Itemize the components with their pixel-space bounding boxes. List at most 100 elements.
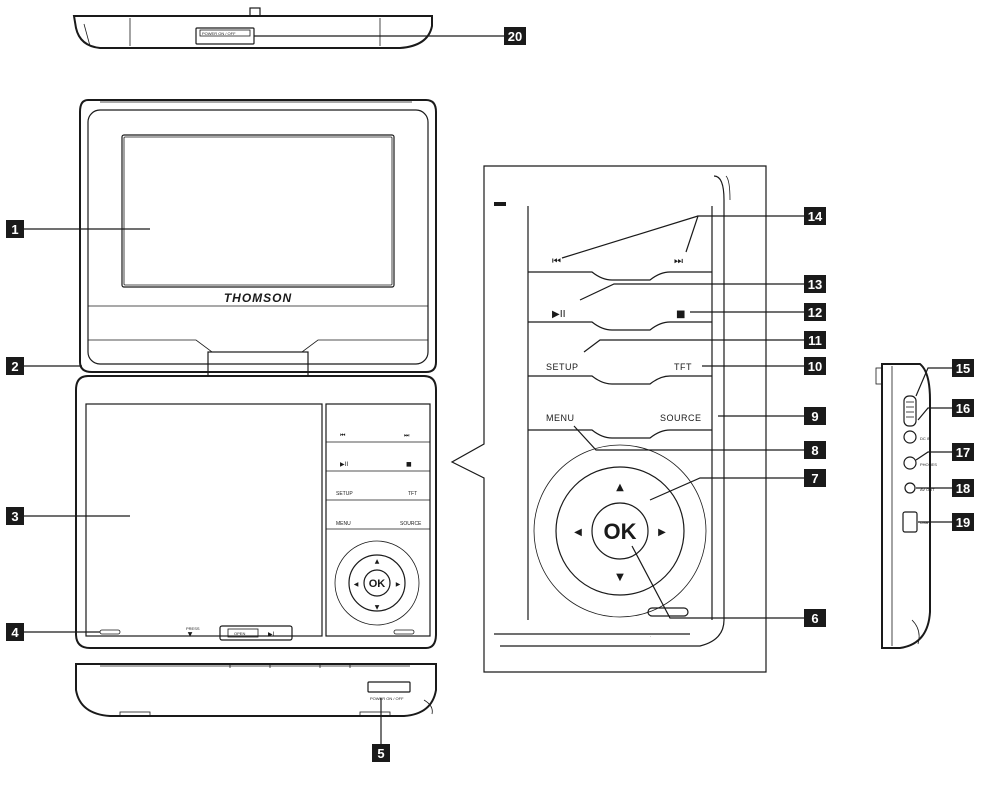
svg-text:11: 11 [808, 333, 822, 348]
base-outer [75, 375, 437, 649]
usb-port[interactable] [902, 511, 918, 533]
svg-text:14: 14 [808, 209, 823, 224]
small-stop-icon[interactable]: ■ [406, 461, 412, 468]
dc-in-jack[interactable] [903, 430, 917, 444]
small-next-icon[interactable]: ⏭ [404, 432, 410, 439]
svg-text:·: · [650, 634, 651, 639]
callout-7: 7 [804, 469, 826, 487]
screen-inner [123, 136, 393, 286]
setup-button[interactable]: SETUP [546, 362, 579, 372]
callout-12: 12 [804, 303, 826, 321]
power-switch[interactable] [367, 681, 411, 693]
av-out-jack[interactable] [904, 482, 916, 494]
small-left-icon[interactable]: ◀ [354, 581, 359, 588]
dc-in-label: DC IN [920, 436, 931, 441]
callout-9: 9 [804, 407, 826, 425]
callouts: 1 2 3 4 5 6 7 8 9 10 11 12 13 14 15 16 1… [6, 27, 974, 762]
svg-text:15: 15 [956, 361, 970, 376]
small-play-pause-icon[interactable]: ▶II [340, 461, 348, 468]
svg-text:2: 2 [11, 359, 18, 374]
callout-13: 13 [804, 275, 826, 293]
svg-text:3: 3 [11, 509, 18, 524]
side-view: DC IN PHONES AV OUT USB [875, 363, 937, 649]
press-arrow-icon: ▼ [188, 631, 193, 638]
zoom-foot [647, 607, 689, 617]
tft-button[interactable]: TFT [674, 362, 692, 372]
callout-11: 11 [804, 331, 826, 349]
small-right-icon[interactable]: ▶ [396, 581, 401, 588]
nav-pad[interactable] [555, 466, 685, 596]
open-latch[interactable] [219, 625, 293, 641]
svg-text:5: 5 [377, 746, 384, 761]
leader-lines [24, 35, 952, 744]
menu-button[interactable]: MENU [546, 413, 575, 423]
row-sep-2 [528, 321, 712, 331]
svg-text:7: 7 [811, 471, 818, 486]
callout-14: 14 [804, 207, 826, 225]
row-sep-4 [528, 429, 712, 439]
side-casing [881, 363, 931, 649]
zoom-casing-edge [500, 175, 725, 647]
left-icon[interactable]: ◀ [574, 527, 582, 538]
svg-text:20: 20 [508, 29, 522, 44]
play-pause-icon[interactable]: ▶II [552, 309, 566, 320]
nav-ring [533, 444, 707, 618]
stop-icon[interactable]: ■ [676, 309, 685, 320]
svg-text:9: 9 [811, 409, 818, 424]
source-button[interactable]: SOURCE [660, 413, 702, 423]
callout-8: 8 [804, 441, 826, 459]
button-column [325, 403, 431, 637]
small-down-icon[interactable]: ▼ [375, 604, 380, 611]
av-out-label: AV OUT [920, 487, 935, 492]
small-setup-button[interactable]: SETUP [336, 491, 353, 497]
small-button-panel: ⏮ ⏭ ▶II ■ SETUP TFT MENU SOURCE OK ▲ ▼ ◀… [325, 403, 431, 637]
down-icon[interactable]: ▼ [616, 572, 624, 583]
edge-casing [75, 663, 437, 717]
svg-text:17: 17 [956, 445, 970, 460]
ok-label: OK [604, 519, 637, 544]
callout-1: 1 [6, 220, 24, 238]
small-tft-button[interactable]: TFT [408, 491, 417, 497]
svg-text:13: 13 [808, 277, 822, 292]
lid-outer [79, 99, 437, 373]
callout-16: 16 [952, 399, 974, 417]
zoom-frame [450, 165, 767, 673]
svg-text:19: 19 [956, 515, 970, 530]
small-source-button[interactable]: SOURCE [400, 521, 422, 527]
callout-18: 18 [952, 479, 974, 497]
top-edge-mark [83, 23, 91, 47]
small-up-icon[interactable]: ▲ [375, 558, 380, 565]
svg-text:10: 10 [808, 359, 822, 374]
next-icon[interactable]: ⏭ [674, 256, 683, 267]
callout-3: 3 [6, 507, 24, 525]
prev-icon[interactable]: ⏮ [552, 256, 561, 267]
svg-text:1: 1 [11, 222, 18, 237]
svg-text:12: 12 [808, 305, 822, 320]
small-prev-icon[interactable]: ⏮ [340, 432, 346, 439]
volume-wheel[interactable] [903, 395, 917, 427]
phones-jack[interactable] [903, 456, 917, 470]
up-icon[interactable]: ▲ [616, 482, 624, 493]
callout-15: 15 [952, 359, 974, 377]
phones-label: PHONES [920, 462, 937, 467]
press-label: PRESS [186, 626, 200, 631]
small-nav-pad[interactable] [348, 554, 406, 612]
front-view: THOMSON ⏮ ⏭ ▶II ■ SETUP TFT MENU SOURCE … [75, 99, 437, 649]
open-arrow-icon: ▶I [268, 631, 275, 638]
screen [121, 134, 395, 288]
top-slot-label: POWER ON / OFF [202, 31, 236, 36]
zoom-panel: · ⏮ ⏭ ▶II ■ SETUP TFT MENU SOURCE OK ▲ ▼… [450, 165, 767, 673]
lid-inner-bezel [87, 109, 429, 365]
small-menu-button[interactable]: MENU [336, 521, 351, 527]
svg-text:4: 4 [11, 625, 19, 640]
svg-text:6: 6 [811, 611, 818, 626]
svg-text:8: 8 [811, 443, 818, 458]
ok-button[interactable] [591, 502, 649, 560]
callout-17: 17 [952, 443, 974, 461]
callout-2: 2 [6, 357, 24, 375]
small-ok-button[interactable] [363, 569, 391, 597]
row-sep-1 [528, 271, 712, 281]
front-edge-view: POWER ON / OFF [75, 663, 437, 717]
open-latch-label: OPEN [234, 631, 245, 636]
right-icon[interactable]: ▶ [658, 527, 666, 538]
